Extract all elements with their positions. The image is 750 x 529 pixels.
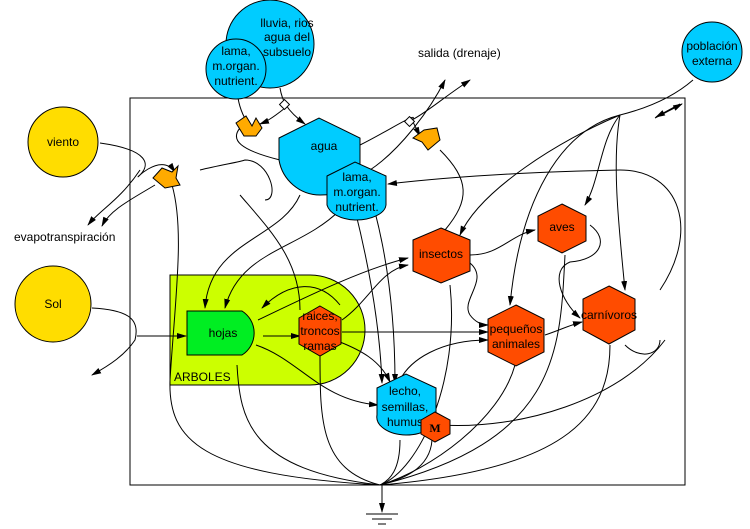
lecho-line-1: lecho, [389,384,421,398]
edge-microbes-carnivoros [439,339,666,427]
raices-line-2: troncos [300,324,339,338]
edge-evap-2 [101,184,156,227]
edge-carnivoros-loop [624,339,661,355]
flow-edges [87,79,694,513]
edge-salida-2 [359,79,471,146]
microbes-label: M [429,421,440,435]
edge-lama-lecho-2 [374,211,398,384]
edge-insectos-pequenos [467,262,489,328]
storage-lama[interactable]: lama, m.organ. nutrient. [326,161,387,221]
consumer-insectos[interactable]: insectos [412,227,471,284]
edge-raices-lecho [339,341,391,383]
heat-sink-icon [366,513,398,525]
edge-feedback-lama [387,169,682,291]
poblacion-line-1: población [686,39,737,53]
edge-raices-insectos [341,263,409,321]
edge-lecho-pequenos [399,337,489,381]
edge-pob-insectos [459,114,621,236]
edge-pob-in [655,103,681,118]
edge-evap-1 [87,169,141,226]
edge-storage-raices [239,194,301,311]
lama-ext-line-3: nutrient. [214,74,257,88]
edge-raices-sink [319,354,381,486]
viento-label: viento [47,135,79,149]
source-lama-externa[interactable]: lama, m.organ. nutrient. [205,38,267,100]
edge-agua-hojas [202,194,301,309]
edge-lama-lecho [354,209,385,384]
edge-interaction-left [199,159,273,201]
edge-hojas-lecho [255,344,379,408]
salida-drenaje-label: salida (drenaje) [418,46,501,60]
edge-aves-carnivoros [558,224,601,319]
consumer-raices[interactable]: raices, troncos ramas [298,305,342,357]
edge-pequenos-sink [379,364,516,486]
lama-line-3: nutrient. [335,200,378,214]
edge-hojas-sink [236,364,381,486]
lama-line-1: lama, [342,170,371,184]
insectos-label: insectos [419,247,463,261]
raices-line-1: raices, [302,309,337,323]
edge-lecho-sink [379,439,401,486]
consumer-carnivoros[interactable]: carnívoros [581,285,637,345]
edge-sol-out [91,307,137,376]
consumer-microbes[interactable]: M [420,411,451,443]
edge-interaction-down [439,149,464,231]
carnivoros-label: carnívoros [581,308,637,322]
arboles-label: ARBOLES [174,370,231,384]
interaction-evapotranspiracion [152,164,181,189]
hojas-label: hojas [209,326,238,340]
poblacion-line-2: externa [692,54,732,68]
edge-microbes-sink [379,439,433,486]
source-viento[interactable]: viento [27,106,99,178]
edge-interaction-agua [259,107,286,125]
lecho-line-2: semillas, [382,400,429,414]
edge-lama-hojas [224,209,341,309]
consumer-aves[interactable]: aves [537,203,587,254]
edge-aves-sink [379,254,566,486]
lecho-line-3: humus [387,415,423,429]
producer-hojas[interactable]: hojas [186,310,255,356]
edge-pob-carnivoros [615,114,628,291]
edge-viento [99,142,176,178]
pequenos-line-1: pequeños [490,322,543,336]
work-gate-icon [278,98,291,111]
lluvia-line-2: agua del [264,30,310,44]
lama-ext-line-2: m.organ. [212,59,259,73]
edge-pequenos-carnivoros [544,321,583,336]
system-boundary [129,97,686,486]
agua-label: agua [311,139,338,153]
arboles-subsystem [169,274,366,386]
edge-poblacion [619,79,694,116]
aves-label: aves [549,220,574,234]
edge-hojas-insectos [257,257,409,321]
lluvia-line-1: lluvia, rios [260,16,313,30]
pequenos-line-2: animales [492,337,540,351]
edge-carnivoros-sink [379,344,611,486]
lama-ext-line-1: lama, [221,44,250,58]
interaction-agua [235,115,263,137]
lluvia-line-3: subsuelo [263,45,311,59]
evapotranspiracion-label: evapotranspiración [14,230,115,244]
edge-insectos-aves [469,228,536,256]
lama-line-2: m.organ. [333,185,380,199]
edge-pob-pequenos [507,114,621,306]
source-poblacion-externa[interactable]: población externa [681,21,743,83]
interaction-drenaje [412,127,441,151]
edge-raices-hojas [261,286,341,309]
sol-label: Sol [44,297,61,311]
raices-line-3: ramas [303,339,336,353]
edge-wind-sink [169,184,381,486]
consumer-pequenos-animales[interactable]: pequeños animales [487,304,545,367]
source-sol[interactable]: Sol [14,265,92,343]
work-gate-icon [403,115,416,128]
edge-pob-aves [584,114,621,206]
edge-salida-1 [369,79,446,171]
